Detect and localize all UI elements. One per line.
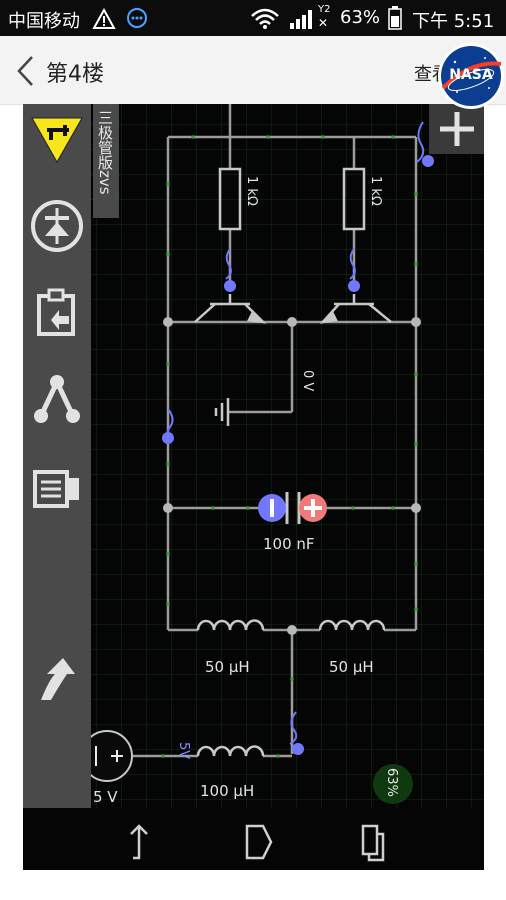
back-arrow-icon[interactable] [14, 54, 38, 88]
page-title: 第4楼 [46, 62, 104, 87]
nasa-logo-icon [438, 43, 504, 109]
carrier-name: 中国移动 [8, 11, 80, 32]
junction-node[interactable] [287, 625, 297, 635]
nasa-logo: NASA [437, 42, 505, 110]
circuit-wires [23, 104, 418, 758]
component-toolbar [23, 104, 91, 808]
signal-label: Y2 [318, 4, 331, 15]
capacitor-label: 100 nF [263, 535, 315, 553]
circuit-workspace[interactable]: 1 kΩ 1 kΩ 0 V 100 nF 50 μH 50 μH 100 μH … [23, 104, 484, 870]
junction-node[interactable] [287, 317, 297, 327]
copy-icon[interactable] [357, 822, 393, 862]
junction-node[interactable] [163, 317, 173, 327]
inductor-left[interactable] [196, 619, 265, 631]
ground-symbol[interactable] [214, 398, 230, 426]
sim-warning-icon [92, 8, 116, 29]
circuit-canvas[interactable] [23, 104, 484, 808]
probe-icon [289, 711, 304, 755]
probe-icon [348, 248, 360, 292]
inductor-left-label: 50 μH [205, 658, 250, 676]
add-component-button[interactable] [429, 104, 484, 154]
diode-tool-icon[interactable] [29, 198, 85, 254]
tree-tool-icon[interactable] [29, 372, 85, 428]
battery-percent: 63% [340, 7, 381, 28]
junction-node[interactable] [411, 317, 421, 327]
ground-voltage-label: 0 V [300, 370, 315, 392]
title-bar: 第4楼 查看 [0, 36, 506, 105]
resistor-right-label: 1 kΩ [368, 176, 383, 206]
undo-arrow-icon[interactable] [121, 822, 157, 862]
clock: 下午 5:51 [412, 11, 495, 32]
nasa-logo-text: NASA [449, 67, 493, 83]
resistor-right[interactable] [342, 167, 366, 231]
motor-tool-icon[interactable] [29, 460, 85, 516]
plus-icon [440, 112, 474, 146]
cell-signal-icon [290, 10, 312, 29]
status-bar: 中国移动 Y2 ✕ 63% 下午 5:51 [0, 0, 506, 36]
transistor-tool-icon[interactable] [29, 112, 85, 168]
clipboard-tool-icon[interactable] [29, 284, 85, 340]
inductor-bottom-label: 100 μH [200, 782, 255, 800]
circuit-caption: 三极管版zvs [93, 104, 119, 218]
wire-voltage-label: 5V [176, 742, 191, 760]
no-data-icon: ✕ [318, 16, 329, 30]
circuit-caption-text: 三极管版zvs [96, 110, 114, 195]
chat-notification-icon [127, 8, 147, 28]
capacitor[interactable] [258, 492, 327, 524]
inductor-right[interactable] [318, 619, 386, 631]
resistor-left-label: 1 kΩ [244, 176, 259, 206]
probe-icon [162, 408, 174, 444]
junction-node[interactable] [411, 503, 421, 513]
bottom-toolbar [23, 808, 484, 870]
wifi-icon [251, 8, 279, 29]
resistor-left[interactable] [218, 167, 242, 231]
battery-badge: 63% [373, 764, 413, 804]
inductor-bottom[interactable] [196, 745, 265, 757]
battery-icon [388, 6, 402, 30]
transistor-left[interactable] [194, 294, 267, 324]
next-tag-icon[interactable] [241, 822, 277, 862]
probe-icon [224, 248, 236, 292]
source-voltage-label: 5 V [93, 788, 118, 806]
inductor-right-label: 50 μH [329, 658, 374, 676]
probe-icon [416, 121, 434, 167]
transistor-right[interactable] [319, 294, 392, 324]
arrow-tool-icon[interactable] [29, 652, 85, 708]
junction-node[interactable] [163, 503, 173, 513]
